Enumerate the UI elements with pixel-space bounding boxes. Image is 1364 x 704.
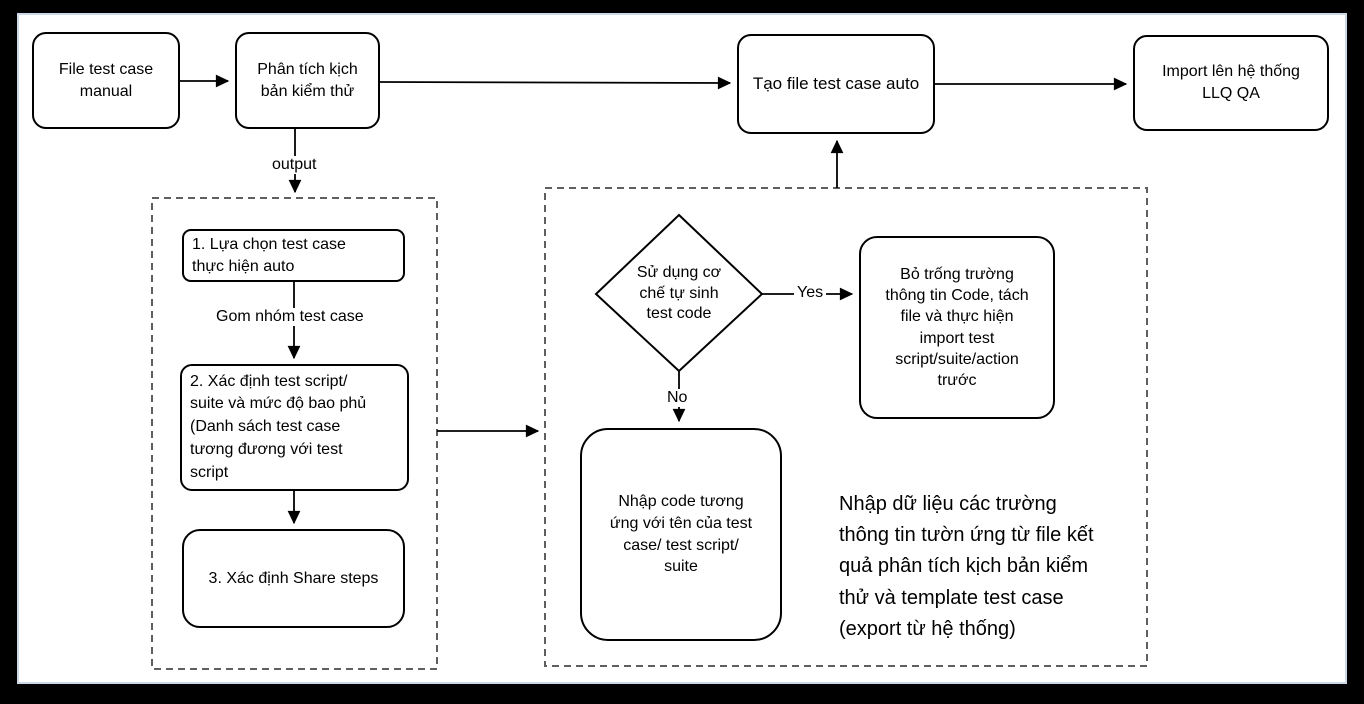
node-step1-select-test-case: 1. Lựa chọn test case thực hiện auto [182,229,405,282]
diagram-canvas: File test case manual Phân tích kịch bản… [17,13,1347,684]
edge-label-no: No [664,389,691,407]
edge-label-group-test-case: Gom nhóm test case [213,308,367,326]
node-analyze-test-scenario: Phân tích kịch bản kiểm thử [235,32,380,129]
note-enter-field-data: Nhập dữ liệu các trường thông tin tườn ứ… [839,493,1094,640]
code-entry-group-border [544,187,1148,667]
node-create-auto-test-file: Tạo file test case auto [737,34,935,134]
node-step2-define-test-script: 2. Xác định test script/ suite và mức độ… [180,364,409,491]
arrow-analyze-to-create [379,76,732,90]
node-no-enter-code: Nhập code tương ứng với tên của test cas… [580,428,782,641]
manual-steps-group-border [151,197,438,670]
edge-label-output: output [269,156,320,174]
connector-layer [151,74,1148,670]
edge-label-yes: Yes [794,284,827,302]
decision-diamond-label: Sử dụng cơ chế tự sinh test code [636,263,722,323]
node-step3-share-steps: 3. Xác định Share steps [182,529,405,628]
node-file-test-case-manual: File test case manual [32,32,180,129]
decision-diamond-shape [594,213,764,373]
node-yes-leave-code-blank: Bỏ trống trường thông tin Code, tách fil… [859,236,1055,419]
node-import-llq-qa: Import lên hệ thống LLQ QA [1133,35,1329,131]
